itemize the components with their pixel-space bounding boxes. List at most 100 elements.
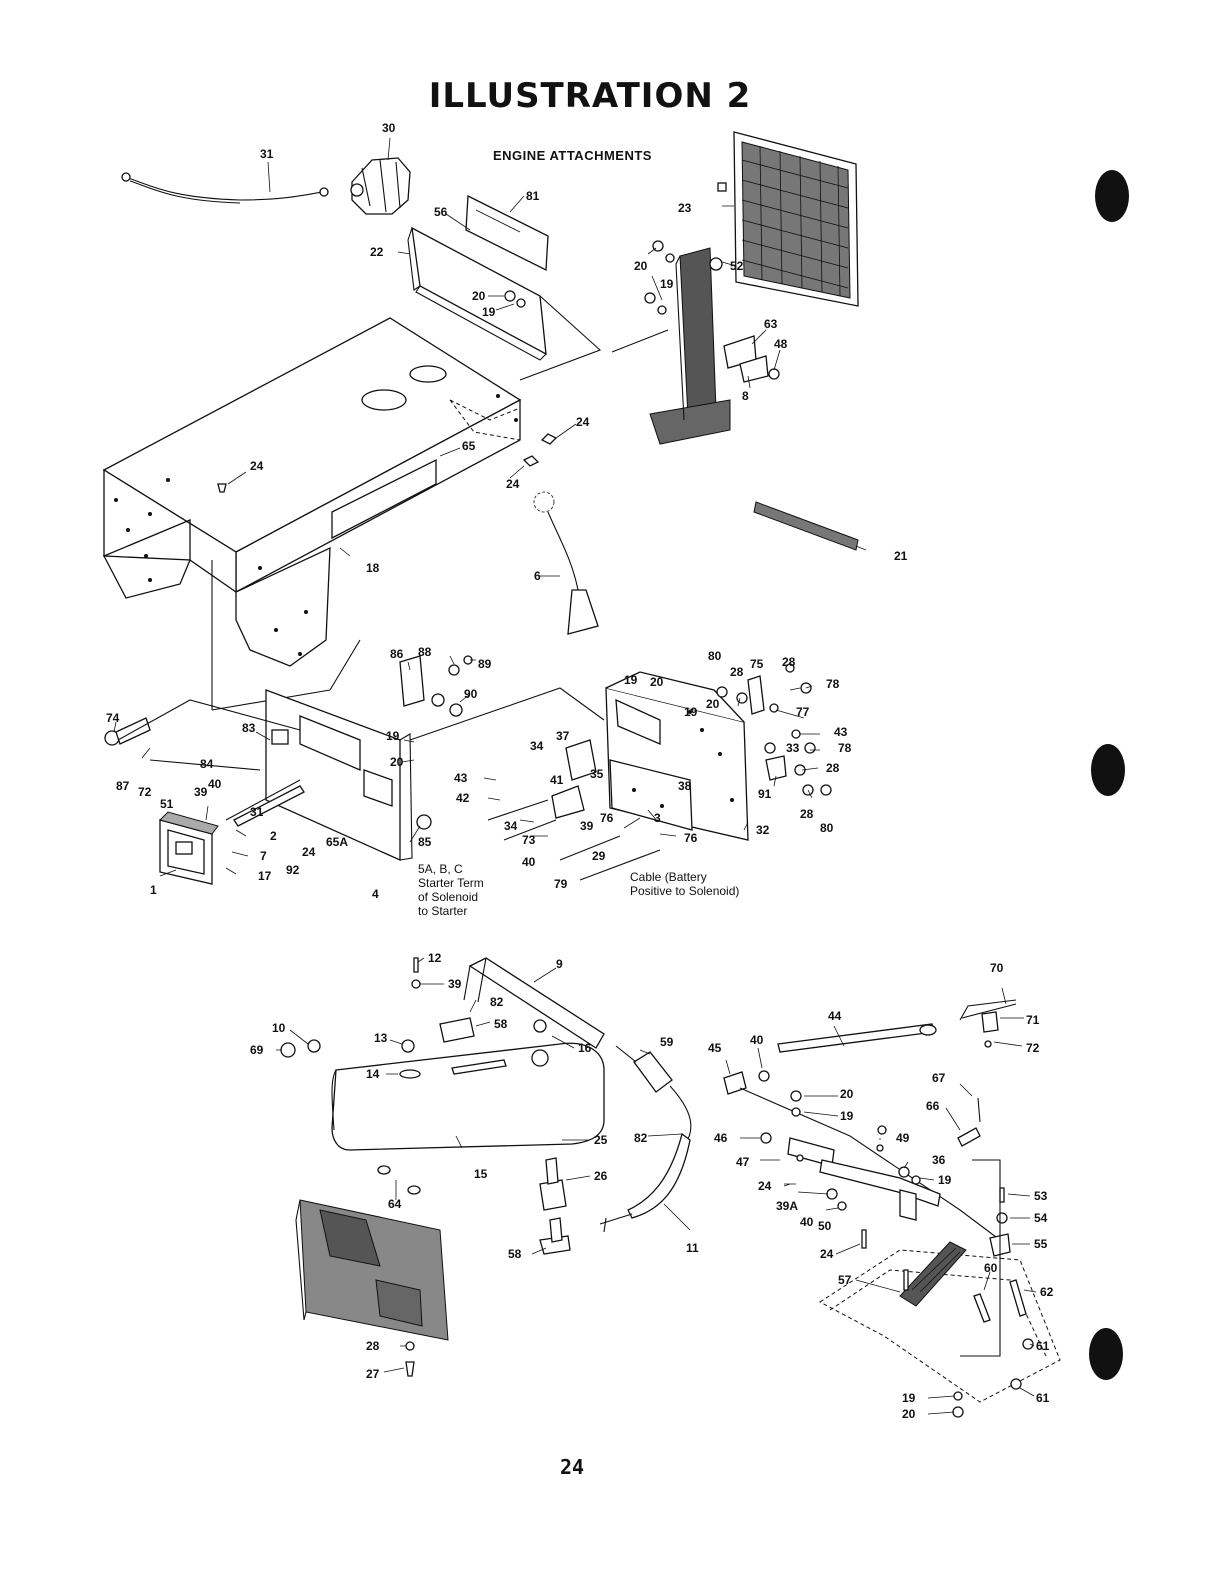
callout: 61	[1036, 1339, 1050, 1353]
screw-53	[999, 1187, 1005, 1203]
shift-lever	[533, 491, 599, 635]
binder-hole-mark	[1089, 1328, 1123, 1380]
nut-90	[431, 693, 445, 707]
washer-88	[448, 664, 460, 676]
washer-54	[996, 1212, 1008, 1224]
bracket-plate	[615, 698, 661, 745]
wiring	[117, 699, 301, 821]
callout: 40	[750, 1033, 764, 1047]
nut-61	[1022, 1338, 1034, 1350]
callout: 92	[286, 863, 300, 877]
callout: 19	[386, 729, 400, 743]
callout: 48	[774, 337, 788, 351]
callout: 59	[660, 1035, 674, 1049]
linkage-rod	[739, 1087, 1001, 1241]
callout: 50	[818, 1219, 832, 1233]
rod-44-eye	[919, 1024, 937, 1036]
callout: 46	[714, 1131, 728, 1145]
callout: 83	[242, 721, 256, 735]
callout: 22	[370, 245, 384, 259]
callout: 56	[434, 205, 448, 219]
bolt-50	[861, 1229, 867, 1249]
callout: 58	[508, 1247, 522, 1261]
washer-43	[791, 729, 801, 739]
callout: 42	[456, 791, 470, 805]
callout: 80	[708, 649, 722, 663]
grommet-64	[377, 1165, 391, 1175]
fuel-pipe	[463, 957, 605, 1049]
washer-19	[911, 1175, 921, 1185]
nut-20	[790, 1090, 802, 1102]
fuel-filter	[615, 1045, 692, 1151]
ignition-switch	[104, 717, 151, 746]
callout: 90	[464, 687, 478, 701]
choke-cable	[233, 785, 305, 827]
fitting-25	[545, 1157, 559, 1185]
callout: 31	[260, 147, 274, 161]
washer-28	[736, 692, 748, 704]
callout: 4	[372, 887, 379, 901]
binder-hole-mark	[1091, 744, 1125, 796]
callout: 67	[932, 1071, 946, 1085]
washer-19	[657, 305, 667, 315]
callout: 75	[750, 657, 764, 671]
indicator-light-85	[416, 814, 432, 830]
callout: 26	[594, 1169, 608, 1183]
baffle-plate	[407, 226, 547, 361]
trim-strip	[753, 501, 859, 551]
page-title: ILLUSTRATION 2	[428, 76, 752, 116]
footboard-outline	[829, 1269, 1047, 1357]
mounting-bracket	[605, 671, 749, 841]
callout: 16	[578, 1041, 592, 1055]
callout: 23	[678, 201, 692, 215]
callout: 77	[796, 705, 810, 719]
callout: 28	[826, 761, 840, 775]
hood-cowl	[102, 317, 522, 667]
assembly-line	[409, 687, 605, 741]
leader-lines	[113, 137, 1037, 1415]
washer-19	[516, 298, 526, 308]
callout: 76	[600, 811, 614, 825]
callout: 11	[686, 1241, 699, 1255]
callout: 87	[116, 779, 130, 793]
callout: 24	[576, 415, 590, 429]
nut-20	[644, 292, 656, 304]
washer-19	[953, 1391, 963, 1401]
callout: 88	[418, 645, 432, 659]
spring-66	[957, 1127, 981, 1147]
screw-67	[977, 1097, 981, 1123]
callout: 19	[660, 277, 674, 291]
tank-mount-bracket	[295, 1199, 449, 1341]
callout: 35	[590, 767, 604, 781]
callout: 20	[634, 259, 648, 273]
callout: 69	[250, 1043, 264, 1057]
callout: 64	[388, 1197, 402, 1211]
washer-19	[791, 1107, 801, 1117]
bolt-62	[1009, 1279, 1027, 1317]
diagram-subtitle: ENGINE ATTACHMENTS	[493, 148, 652, 163]
callout: 65	[462, 439, 476, 453]
washer-19	[665, 253, 675, 263]
callout: 33	[786, 741, 800, 755]
callout: 24	[506, 477, 520, 491]
fitting-45	[723, 1071, 747, 1095]
screw-72	[984, 1040, 992, 1048]
nut-61	[1010, 1378, 1022, 1390]
callout: 63	[764, 317, 778, 331]
callout: 29	[592, 849, 606, 863]
callout: 66	[926, 1099, 940, 1113]
callout: 10	[272, 1021, 286, 1035]
callout: 34	[530, 739, 544, 753]
callout: 19	[684, 705, 698, 719]
callout: 84	[200, 757, 214, 771]
bracket-86	[399, 655, 425, 707]
callout: 19	[840, 1109, 854, 1123]
nut-20	[952, 1406, 964, 1418]
elbow-58	[439, 1017, 475, 1043]
callout: 31	[250, 805, 264, 819]
washer-28	[785, 663, 795, 673]
rod-70	[959, 999, 1017, 1021]
callout: 80	[820, 821, 834, 835]
